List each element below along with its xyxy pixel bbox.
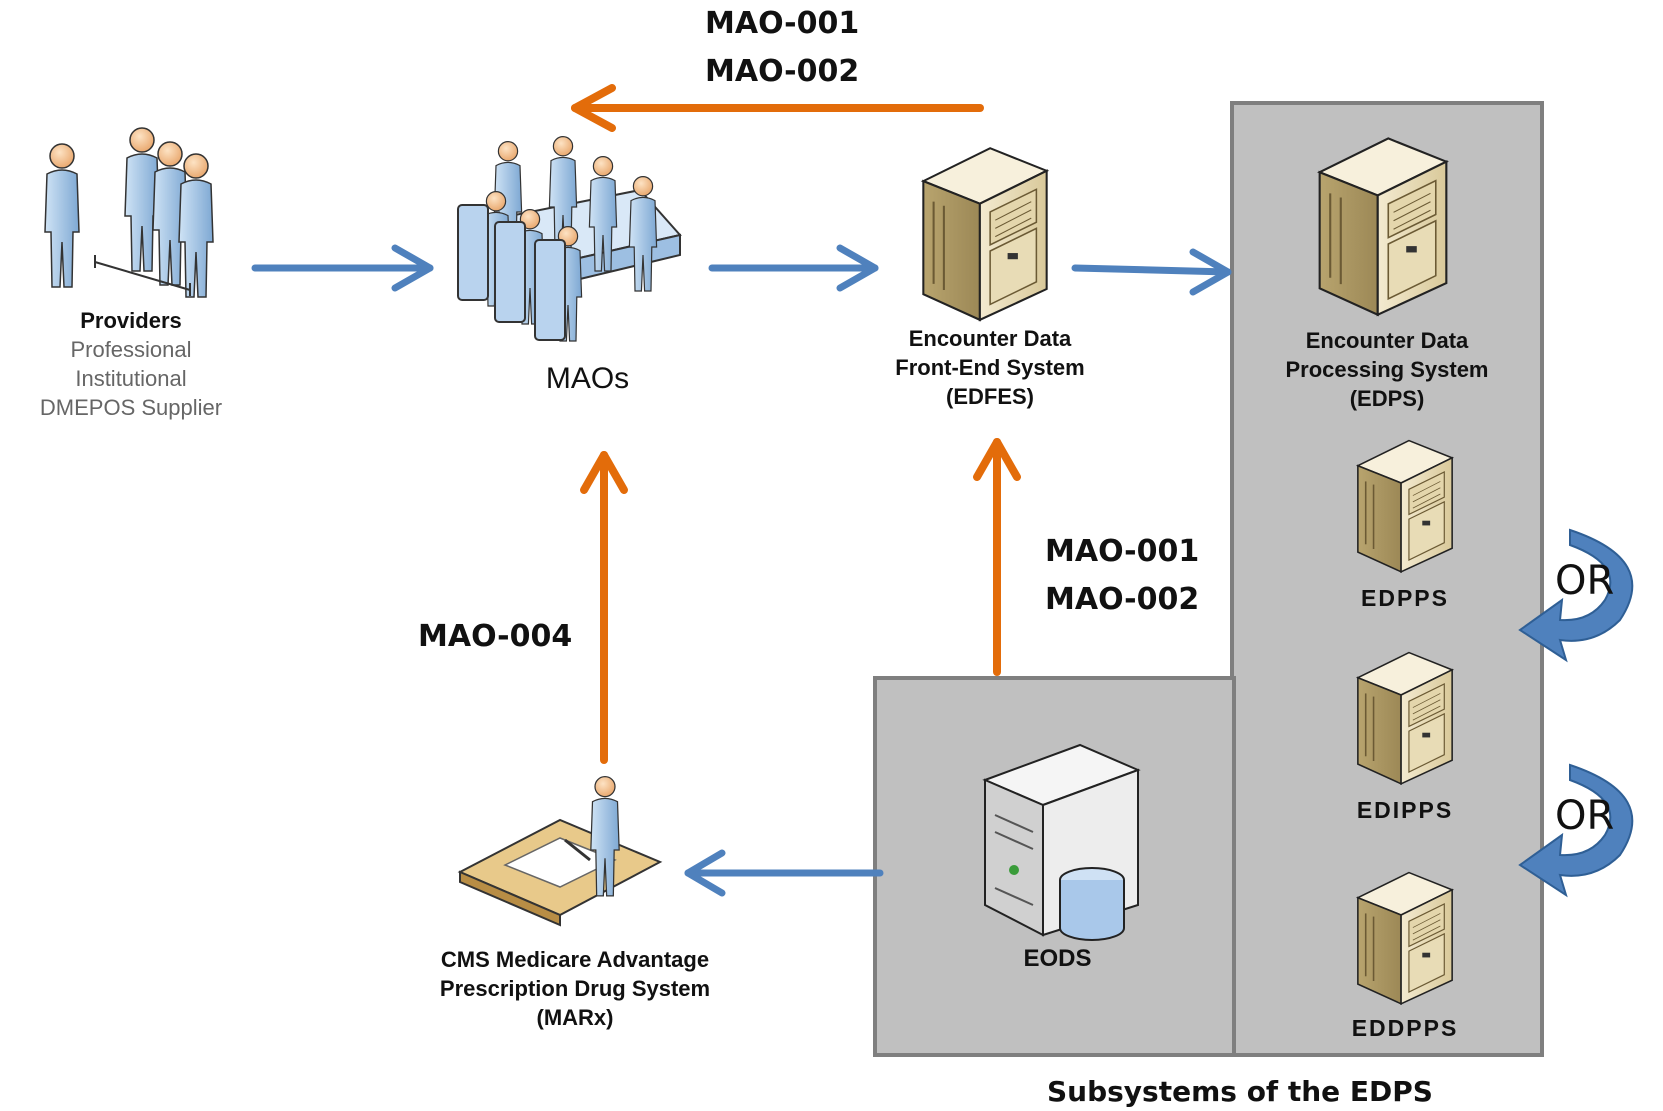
marx-label-block: CMS Medicare Advantage Prescription Drug… — [365, 945, 785, 1032]
edfes-label-block: Encounter Data Front-End System (EDFES) — [840, 324, 1140, 411]
eddpps-label: EDDPPS — [1351, 1015, 1459, 1041]
eddpps-server-icon — [1357, 871, 1453, 1005]
maos-label: MAOs — [545, 362, 630, 395]
edps-line-1: Encounter Data — [1305, 328, 1469, 353]
providers-line-1: Professional — [70, 337, 192, 362]
marx-line-3: (MARx) — [536, 1005, 614, 1030]
edfes-line-1: Encounter Data — [908, 326, 1072, 351]
marx-line-2: Prescription Drug System — [439, 976, 711, 1001]
or-curve-arrow-2 — [1518, 763, 1634, 898]
edfes-line-2: Front-End System — [895, 355, 1085, 380]
or-label-1: OR — [1555, 558, 1615, 604]
providers-line-2: Institutional — [75, 366, 187, 391]
edps-line-3: (EDPS) — [1349, 386, 1425, 411]
edipps-label: EDIPPS — [1356, 797, 1454, 823]
meeting-table-icon — [457, 135, 682, 342]
marx-line-1: CMS Medicare Advantage — [440, 947, 710, 972]
eods-label: EODS — [1023, 945, 1092, 972]
report-code-middle-1: MAO-001 — [1045, 534, 1200, 569]
report-code-top-1: MAO-001 — [705, 6, 860, 41]
edpps-server-icon — [1357, 439, 1453, 573]
or-label-2: OR — [1555, 793, 1615, 839]
edps-server-icon — [1318, 137, 1448, 316]
marx-desk-icon — [457, 775, 663, 927]
edipps-server-icon — [1357, 651, 1453, 785]
report-codes-middle: MAO-001 MAO-002 — [1045, 528, 1199, 624]
eods-database-icon — [982, 743, 1141, 941]
providers-line-3: DMEPOS Supplier — [39, 395, 223, 420]
providers-title: Providers — [80, 308, 182, 333]
edps-line-2: Processing System — [1285, 357, 1489, 382]
providers-icon — [44, 127, 214, 298]
report-codes-top: MAO-001 MAO-002 — [705, 0, 859, 96]
report-code-left: MAO-004 — [418, 619, 573, 654]
report-code-top-2: MAO-002 — [705, 54, 860, 89]
or-curve-arrow-1 — [1518, 528, 1634, 663]
blue-arrows — [251, 244, 1232, 897]
report-code-middle-2: MAO-002 — [1045, 582, 1200, 617]
subsystems-caption: Subsystems of the EDPS — [1047, 1075, 1433, 1108]
edpps-label: EDPPS — [1361, 585, 1449, 611]
providers-label-block: Providers Professional Institutional DME… — [0, 306, 262, 422]
orange-arrows — [571, 84, 1021, 764]
or-curve-arrows — [1518, 528, 1634, 898]
edps-label-block: Encounter Data Processing System (EDPS) — [1232, 326, 1542, 413]
edfes-line-3: (EDFES) — [946, 384, 1034, 409]
edfes-server-icon — [922, 147, 1048, 321]
arrow-edfes-to-edps — [1071, 264, 1232, 276]
